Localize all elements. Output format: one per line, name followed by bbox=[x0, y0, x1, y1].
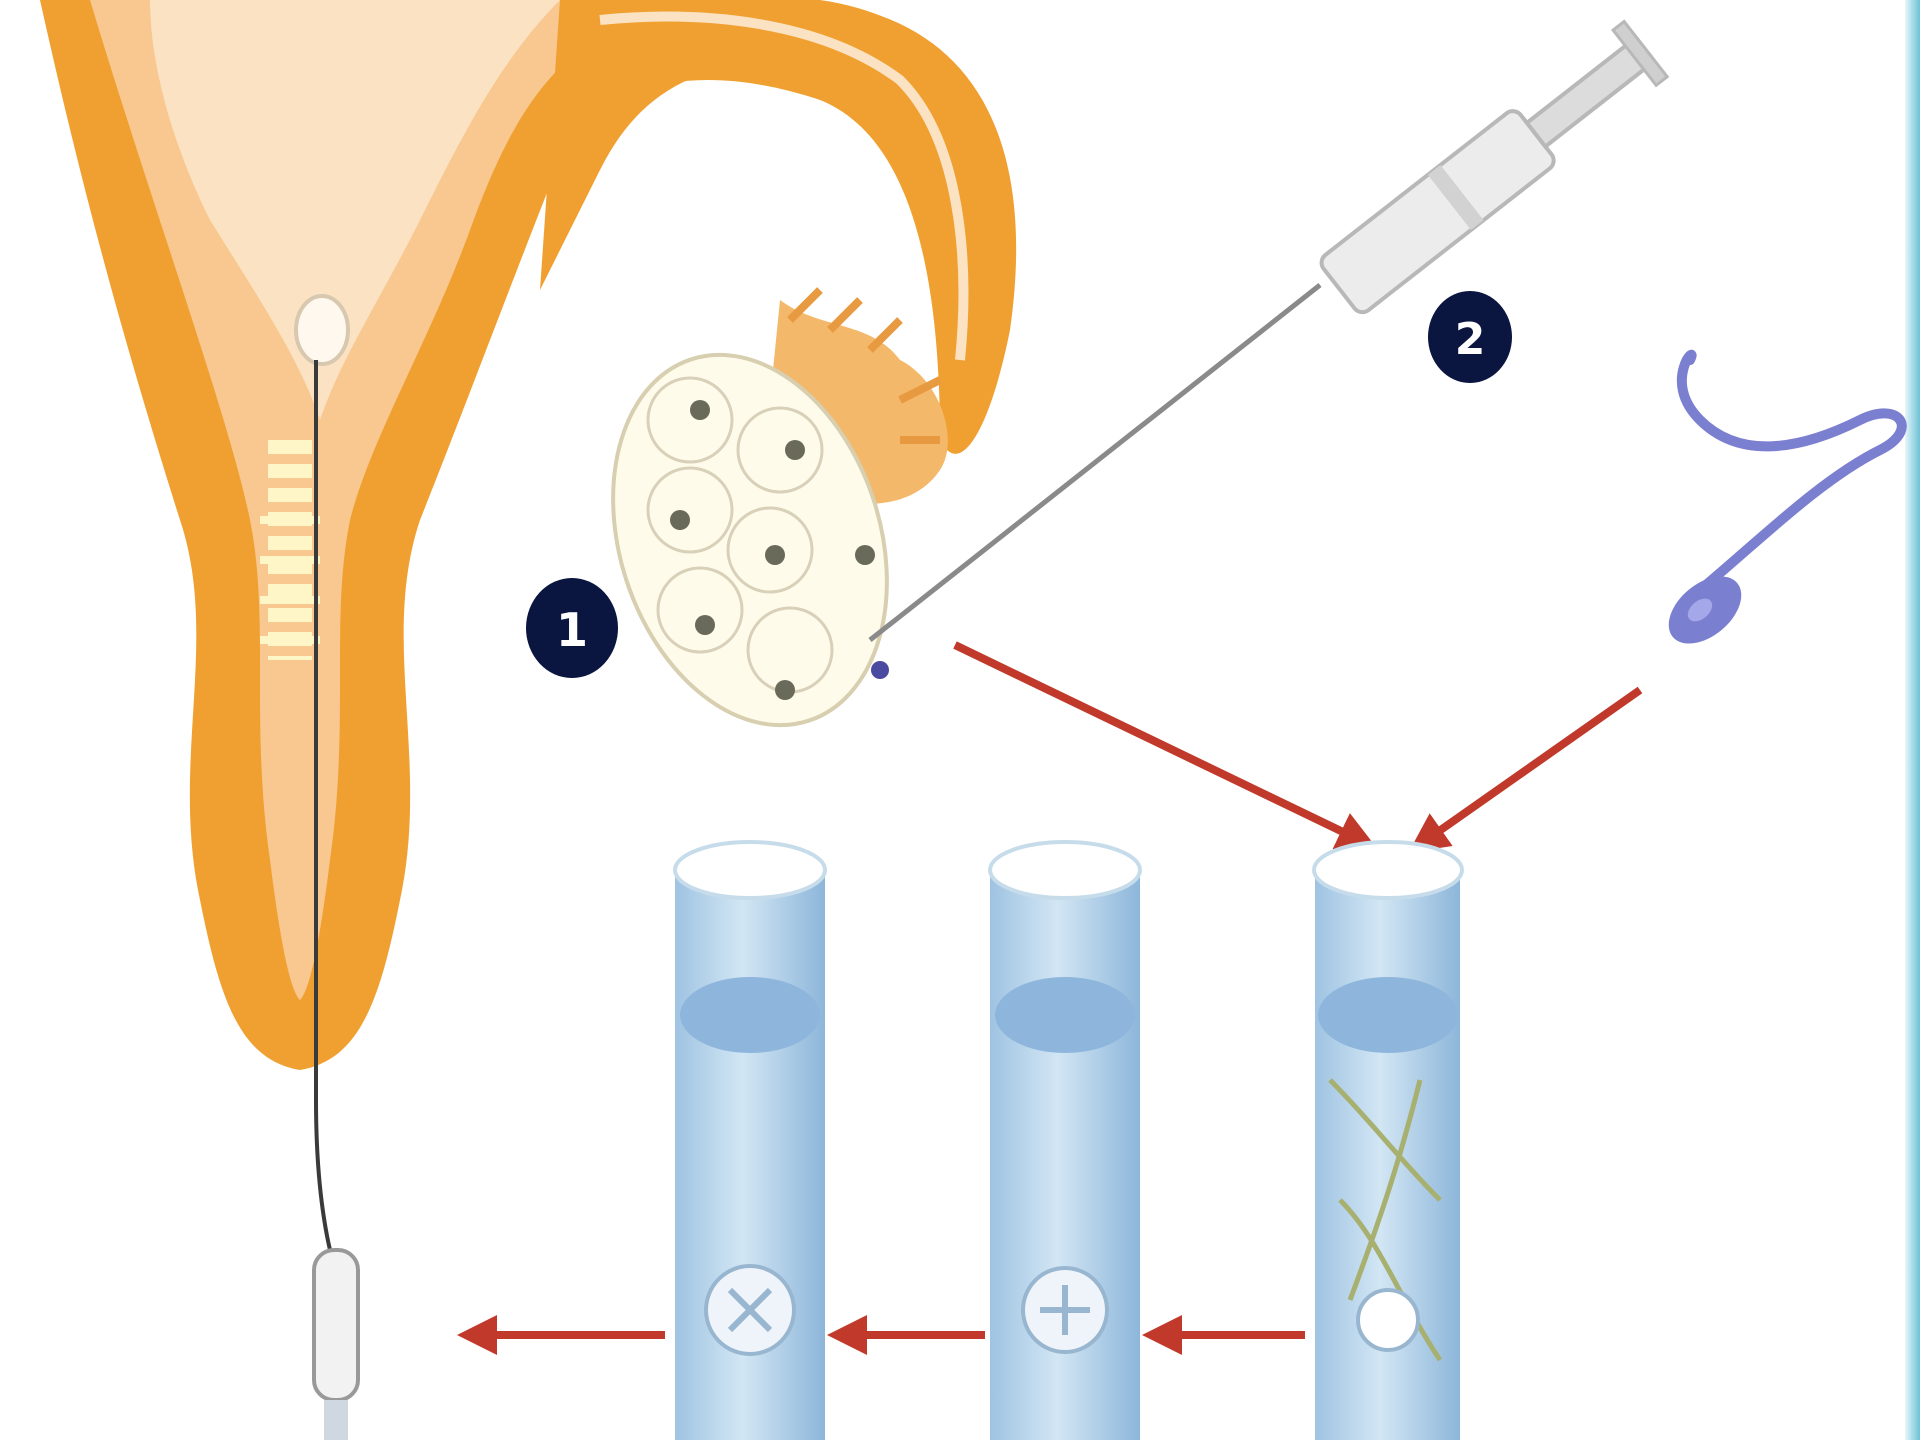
step-badge-1: 1 bbox=[526, 578, 618, 678]
catheter-tip bbox=[324, 1400, 348, 1440]
right-edge-band bbox=[1905, 0, 1920, 1440]
syringe-plunger bbox=[1527, 43, 1648, 147]
implanted-embryo-icon bbox=[296, 296, 348, 364]
retrieved-egg-icon bbox=[871, 661, 889, 679]
test-tube-embryo-blastocyst bbox=[675, 842, 825, 1440]
syringe-barrel bbox=[1318, 107, 1558, 316]
step-1-number: 1 bbox=[556, 603, 588, 657]
step-badge-2: 2 bbox=[1428, 291, 1512, 383]
egg-to-tube-arrow-icon bbox=[955, 645, 1370, 845]
test-tube-embryo-cleavage bbox=[990, 842, 1140, 1440]
step-2-number: 2 bbox=[1455, 314, 1486, 365]
sperm-icon bbox=[1656, 355, 1902, 657]
uterus-illustration bbox=[40, 0, 1016, 1440]
catheter-syringe-icon bbox=[314, 1250, 358, 1400]
egg-in-tube-icon bbox=[1358, 1290, 1418, 1350]
sperm-to-tube-arrow-icon bbox=[1415, 690, 1640, 848]
test-tube-fertilization bbox=[1314, 842, 1462, 1440]
